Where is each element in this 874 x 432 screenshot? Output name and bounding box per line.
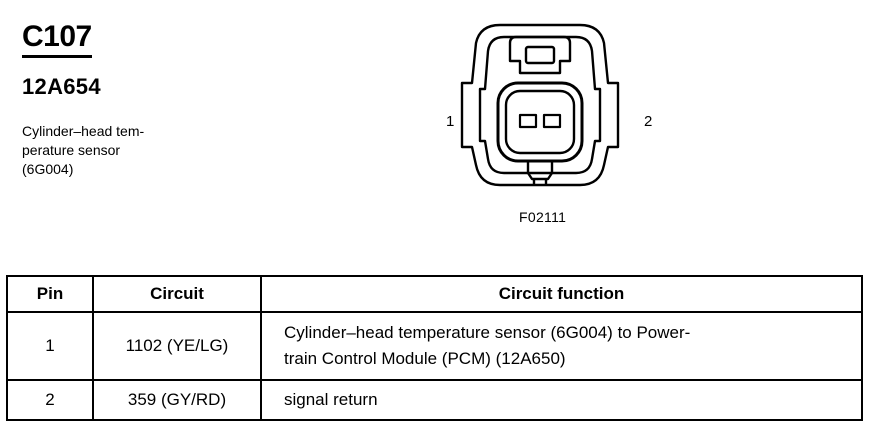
description-line: (6G004) <box>22 161 74 177</box>
table-row: 2 359 (GY/RD) signal return <box>6 379 863 421</box>
function-line: Cylinder–head temperature sensor (6G004)… <box>284 323 691 342</box>
pin-cell: 1 <box>6 311 94 381</box>
connector-id: C107 <box>22 20 92 58</box>
terminal-pin-2 <box>542 113 562 129</box>
polarization-key <box>526 161 554 181</box>
pin-label-1: 1 <box>446 113 455 130</box>
locking-tab-slot <box>524 45 556 65</box>
function-line: signal return <box>284 390 378 409</box>
function-line: train Control Module (PCM) (12A650) <box>284 349 566 368</box>
column-header-function: Circuit function <box>260 275 863 313</box>
table-row: 1 1102 (YE/LG) Cylinder–head temperature… <box>6 311 863 381</box>
terminal-cavity-frame <box>496 81 584 163</box>
function-cell: Cylinder–head temperature sensor (6G004)… <box>260 311 863 381</box>
component-description: Cylinder–head tem- perature sensor (6G00… <box>22 122 182 179</box>
column-header-circuit: Circuit <box>92 275 262 313</box>
circuit-cell: 1102 (YE/LG) <box>92 311 262 381</box>
locking-tab <box>508 35 572 75</box>
terminal-pin-1 <box>518 113 538 129</box>
column-header-pin: Pin <box>6 275 94 313</box>
connector-face-diagram <box>460 23 620 187</box>
connector-inner-housing <box>478 35 602 175</box>
circuit-cell: 359 (GY/RD) <box>92 379 262 421</box>
description-line: Cylinder–head tem- <box>22 123 145 139</box>
terminal-cavity-inner <box>504 89 576 155</box>
part-number: 12A654 <box>22 74 101 99</box>
figure-id: F02111 <box>519 209 567 225</box>
pin-table: Pin Circuit Circuit function 1 1102 (YE/… <box>6 275 863 421</box>
table-header-row: Pin Circuit Circuit function <box>6 275 863 313</box>
pin-label-2: 2 <box>644 113 653 130</box>
function-cell: signal return <box>260 379 863 421</box>
connector-outer-housing <box>460 23 620 187</box>
description-line: perature sensor <box>22 142 121 158</box>
pin-cell: 2 <box>6 379 94 421</box>
